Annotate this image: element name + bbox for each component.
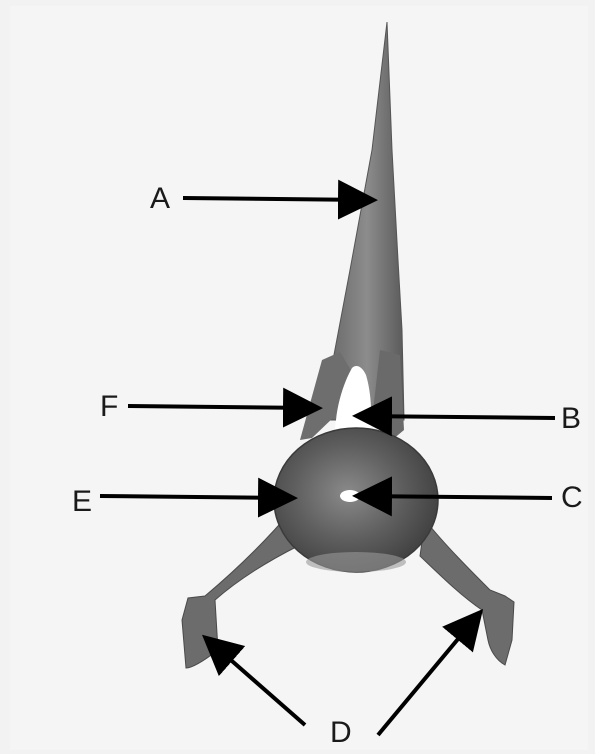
arrow-c <box>360 496 552 498</box>
arrow-d-right <box>378 615 478 735</box>
label-c: C <box>561 483 583 513</box>
label-e: E <box>72 487 92 517</box>
arrow-f <box>128 406 315 408</box>
transverse-process-left <box>182 510 300 668</box>
arrow-e <box>100 496 290 498</box>
arrow-b <box>360 416 555 418</box>
centrum-lower-rim <box>306 552 406 572</box>
label-d: D <box>330 718 352 748</box>
label-a: A <box>150 184 170 214</box>
transverse-process-right <box>420 520 514 665</box>
notochord-pit <box>340 490 360 502</box>
label-b: B <box>561 404 581 434</box>
arrow-d-left <box>208 640 305 725</box>
arrow-a <box>183 198 370 200</box>
label-f: F <box>100 392 118 422</box>
